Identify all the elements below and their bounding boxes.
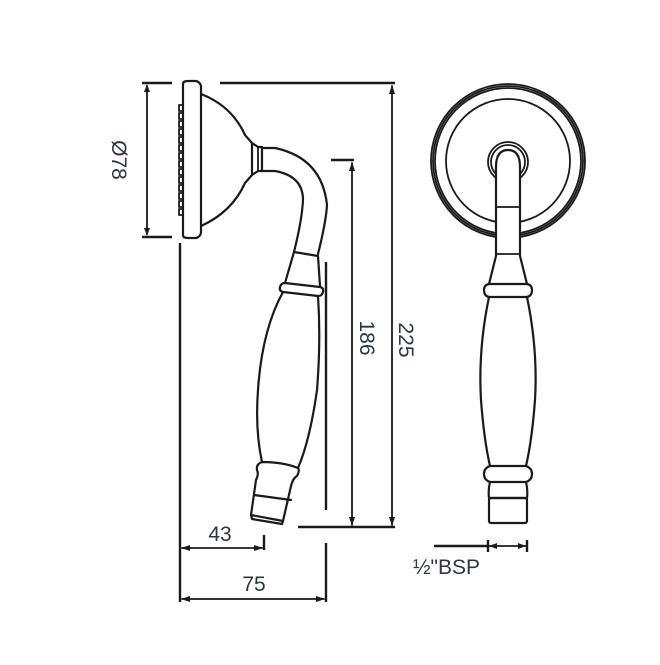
dimensions-side: Ø78 225 186 43 — [107, 81, 417, 602]
dim-handle-length: 186 — [331, 158, 378, 526]
label-overall-height: 225 — [394, 322, 417, 357]
label-connector-offset: 43 — [208, 523, 231, 546]
handle-side — [249, 250, 325, 526]
dim-head-diameter: Ø78 — [107, 81, 172, 239]
dim-thread: ½"BSP — [413, 540, 529, 579]
label-thread: ½"BSP — [413, 556, 480, 579]
label-handle-length: 186 — [355, 320, 378, 355]
front-view — [430, 83, 586, 525]
gooseneck-arm — [260, 146, 329, 256]
shower-head-side — [178, 79, 264, 240]
side-view — [178, 79, 329, 526]
dim-connector-offset: 43 — [181, 523, 263, 551]
dim-overall-height: 225 — [220, 81, 417, 526]
label-head-diameter: Ø78 — [107, 140, 130, 180]
handle-front — [479, 254, 537, 525]
dim-overall-width: 75 — [181, 573, 325, 602]
label-overall-width: 75 — [242, 573, 265, 596]
nozzles — [178, 104, 184, 216]
arm-front — [487, 141, 529, 258]
